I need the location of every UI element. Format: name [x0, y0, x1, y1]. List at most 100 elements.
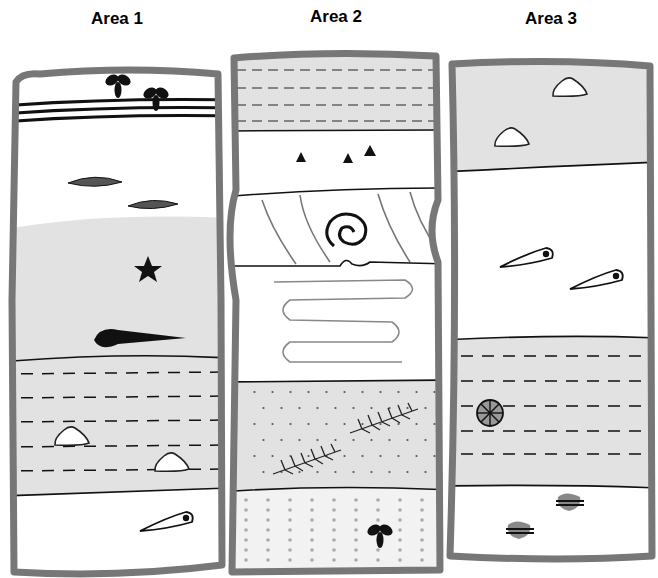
sand-dot — [266, 528, 270, 532]
sand-dot — [244, 518, 248, 522]
sand-dot — [424, 439, 426, 441]
sand-dot — [354, 548, 358, 552]
sand-dot — [316, 471, 318, 473]
sand-dot — [420, 498, 424, 502]
sand-dot — [244, 558, 248, 562]
sand-dot — [280, 407, 282, 409]
area-column: Area 2 — [232, 6, 440, 574]
sand-dot — [310, 528, 314, 532]
sand-dot — [271, 423, 273, 425]
sand-dot — [343, 455, 345, 457]
sand-dot — [316, 439, 318, 441]
sand-dot — [298, 471, 300, 473]
sand-dot — [398, 518, 402, 522]
sand-dot — [289, 423, 291, 425]
sand-dot — [379, 455, 381, 457]
sand-dot — [354, 498, 358, 502]
sand-dot — [310, 538, 314, 542]
sand-dot — [332, 558, 336, 562]
sand-dot — [420, 558, 424, 562]
sand-dot — [415, 391, 417, 393]
sand-dot — [420, 528, 424, 532]
sand-dot — [307, 455, 309, 457]
sand-dot — [415, 423, 417, 425]
sand-dot — [354, 558, 358, 562]
sand-dot — [253, 455, 255, 457]
sand-dot — [376, 518, 380, 522]
sand-dot — [310, 498, 314, 502]
sand-dot — [376, 508, 380, 512]
sand-dot — [388, 439, 390, 441]
sand-dot — [343, 391, 345, 393]
sand-dot — [442, 439, 444, 441]
sand-dot — [266, 558, 270, 562]
sand-dot — [406, 471, 408, 473]
sand-dot — [406, 407, 408, 409]
sand-dot — [288, 548, 292, 552]
sand-dot — [266, 498, 270, 502]
sand-dot — [376, 558, 380, 562]
sand-dot — [398, 528, 402, 532]
sand-dot — [316, 407, 318, 409]
sand-dot — [379, 423, 381, 425]
sand-dot — [420, 548, 424, 552]
sand-dot — [415, 455, 417, 457]
column-heading: Area 3 — [450, 8, 652, 30]
sand-dot — [307, 391, 309, 393]
sand-dot — [406, 439, 408, 441]
sand-dot — [352, 439, 354, 441]
sand-dot — [244, 498, 248, 502]
sand-dot — [266, 518, 270, 522]
sand-dot — [352, 471, 354, 473]
sand-dot — [332, 528, 336, 532]
sand-dot — [376, 548, 380, 552]
sand-dot — [244, 538, 248, 542]
sand-dot — [266, 508, 270, 512]
sand-dot — [244, 548, 248, 552]
sand-dot — [361, 423, 363, 425]
sand-dot — [266, 548, 270, 552]
sand-dot — [244, 528, 248, 532]
sand-dot — [288, 518, 292, 522]
sand-dot — [244, 508, 248, 512]
sand-dot — [334, 407, 336, 409]
sand-dot — [354, 518, 358, 522]
sand-dot — [288, 498, 292, 502]
sand-dot — [307, 423, 309, 425]
area-column: Area 1 — [12, 8, 222, 574]
sand-dot — [288, 538, 292, 542]
area-column: Area 3 — [450, 8, 652, 560]
sand-dot — [420, 538, 424, 542]
sand-dot — [288, 528, 292, 532]
sand-dot — [433, 455, 435, 457]
sand-dot — [424, 471, 426, 473]
sand-dot — [352, 407, 354, 409]
sand-dot — [398, 498, 402, 502]
sand-dot — [398, 538, 402, 542]
sand-dot — [397, 391, 399, 393]
sand-dot — [310, 518, 314, 522]
sand-dot — [288, 558, 292, 562]
sand-dot — [370, 439, 372, 441]
sand-dot — [310, 548, 314, 552]
sand-dot — [424, 407, 426, 409]
sand-dot — [379, 391, 381, 393]
sand-dot — [262, 407, 264, 409]
sand-dot — [354, 538, 358, 542]
sand-dot — [289, 391, 291, 393]
sand-dot — [442, 407, 444, 409]
sand-dot — [298, 407, 300, 409]
sand-dot — [370, 471, 372, 473]
sand-dot — [253, 423, 255, 425]
sand-dot — [398, 508, 402, 512]
sand-dot — [334, 471, 336, 473]
sand-dot — [310, 558, 314, 562]
sand-dot — [310, 508, 314, 512]
sand-dot — [288, 508, 292, 512]
sand-dot — [398, 548, 402, 552]
sand-dot — [361, 391, 363, 393]
sand-dot — [334, 439, 336, 441]
sand-dot — [420, 508, 424, 512]
sand-dot — [420, 518, 424, 522]
